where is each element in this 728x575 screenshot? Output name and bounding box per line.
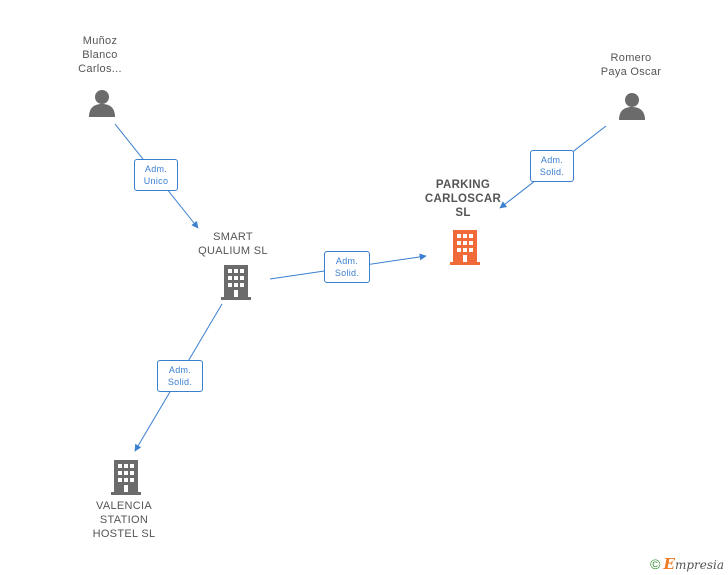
building-icon[interactable] [219, 264, 253, 300]
person-icon[interactable] [617, 91, 647, 121]
brand-logo: Empresia [663, 555, 725, 573]
building-icon-main[interactable] [448, 229, 482, 265]
edge-label-romero-parking[interactable]: Adm. Solid. [530, 150, 574, 182]
person-label-munoz[interactable]: Muñoz Blanco Carlos... [78, 35, 122, 75]
edge-label-smart-valencia[interactable]: Adm. Solid. [157, 360, 203, 392]
edge-label-munoz-smart[interactable]: Adm. Unico [134, 159, 178, 191]
company-label-valencia[interactable]: VALENCIA STATION HOSTEL SL [92, 500, 156, 540]
copyright-icon: © [650, 556, 661, 572]
person-label-romero[interactable]: Romero Paya Oscar [600, 52, 662, 78]
company-label-smart[interactable]: SMART QUALIUM SL [198, 231, 268, 257]
person-icon[interactable] [87, 88, 117, 118]
brand-footer: ©Empresia [650, 555, 724, 573]
company-label-parking[interactable]: PARKING CARLOSCAR SL [424, 179, 502, 219]
edge-label-smart-parking[interactable]: Adm. Solid. [324, 251, 370, 283]
building-icon[interactable] [109, 459, 143, 495]
